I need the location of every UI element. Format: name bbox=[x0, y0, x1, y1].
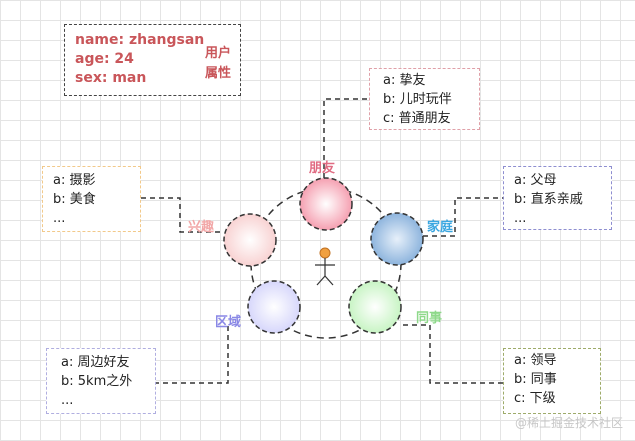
area-list-box: a: 周边好友 b: 5km之外 ... bbox=[46, 348, 156, 414]
user-sex: sex: man bbox=[75, 70, 147, 86]
friend-circle bbox=[299, 177, 353, 231]
watermark: @稀土掘金技术社区 bbox=[514, 416, 623, 430]
list-item: a: 领导 bbox=[514, 353, 557, 368]
list-item: a: 挚友 bbox=[383, 73, 426, 88]
work-label: 同事 bbox=[416, 310, 442, 326]
hobby-label: 兴趣 bbox=[188, 219, 215, 235]
work-connector bbox=[403, 324, 503, 384]
list-item: b: 同事 bbox=[514, 372, 557, 387]
hobby-connector bbox=[141, 197, 224, 233]
work-circle bbox=[348, 280, 402, 334]
friend-list-box: a: 挚友 b: 儿时玩伴 c: 普通朋友 bbox=[369, 68, 480, 130]
list-item: ... bbox=[514, 211, 527, 226]
user-age: age: 24 bbox=[75, 51, 134, 67]
list-item: c: 普通朋友 bbox=[383, 111, 451, 126]
list-item: a: 摄影 bbox=[53, 173, 96, 188]
area-label: 区域 bbox=[215, 314, 241, 330]
user-attributes-box: name: zhangsan age: 24 sex: man 用户 属性 bbox=[64, 24, 241, 96]
list-item: b: 5km之外 bbox=[61, 374, 133, 389]
area-connector bbox=[156, 326, 229, 384]
list-item: b: 直系亲戚 bbox=[514, 192, 583, 207]
work-list-box: a: 领导 b: 同事 c: 下级 bbox=[503, 348, 601, 414]
friend-label: 朋友 bbox=[308, 160, 335, 176]
hobby-list-box: a: 摄影 b: 美食 ... bbox=[42, 166, 141, 232]
list-item: a: 周边好友 bbox=[61, 355, 130, 370]
list-item: c: 下级 bbox=[514, 391, 556, 406]
family-list-box: a: 父母 b: 直系亲戚 ... bbox=[503, 166, 612, 230]
user-name: name: zhangsan bbox=[75, 32, 205, 48]
family-circle bbox=[370, 212, 424, 266]
list-item: b: 美食 bbox=[53, 192, 96, 207]
list-item: a: 父母 bbox=[514, 173, 557, 188]
area-circle bbox=[247, 280, 301, 334]
list-item: ... bbox=[61, 393, 74, 408]
hobby-circle bbox=[223, 213, 277, 267]
user-attributes-tag: 用户 属性 bbox=[205, 46, 232, 81]
family-label: 家庭 bbox=[427, 219, 454, 235]
list-item: ... bbox=[53, 211, 66, 226]
list-item: b: 儿时玩伴 bbox=[383, 92, 452, 107]
friend-connector bbox=[323, 98, 369, 178]
user-figure-icon bbox=[315, 247, 335, 286]
family-connector bbox=[423, 197, 503, 237]
